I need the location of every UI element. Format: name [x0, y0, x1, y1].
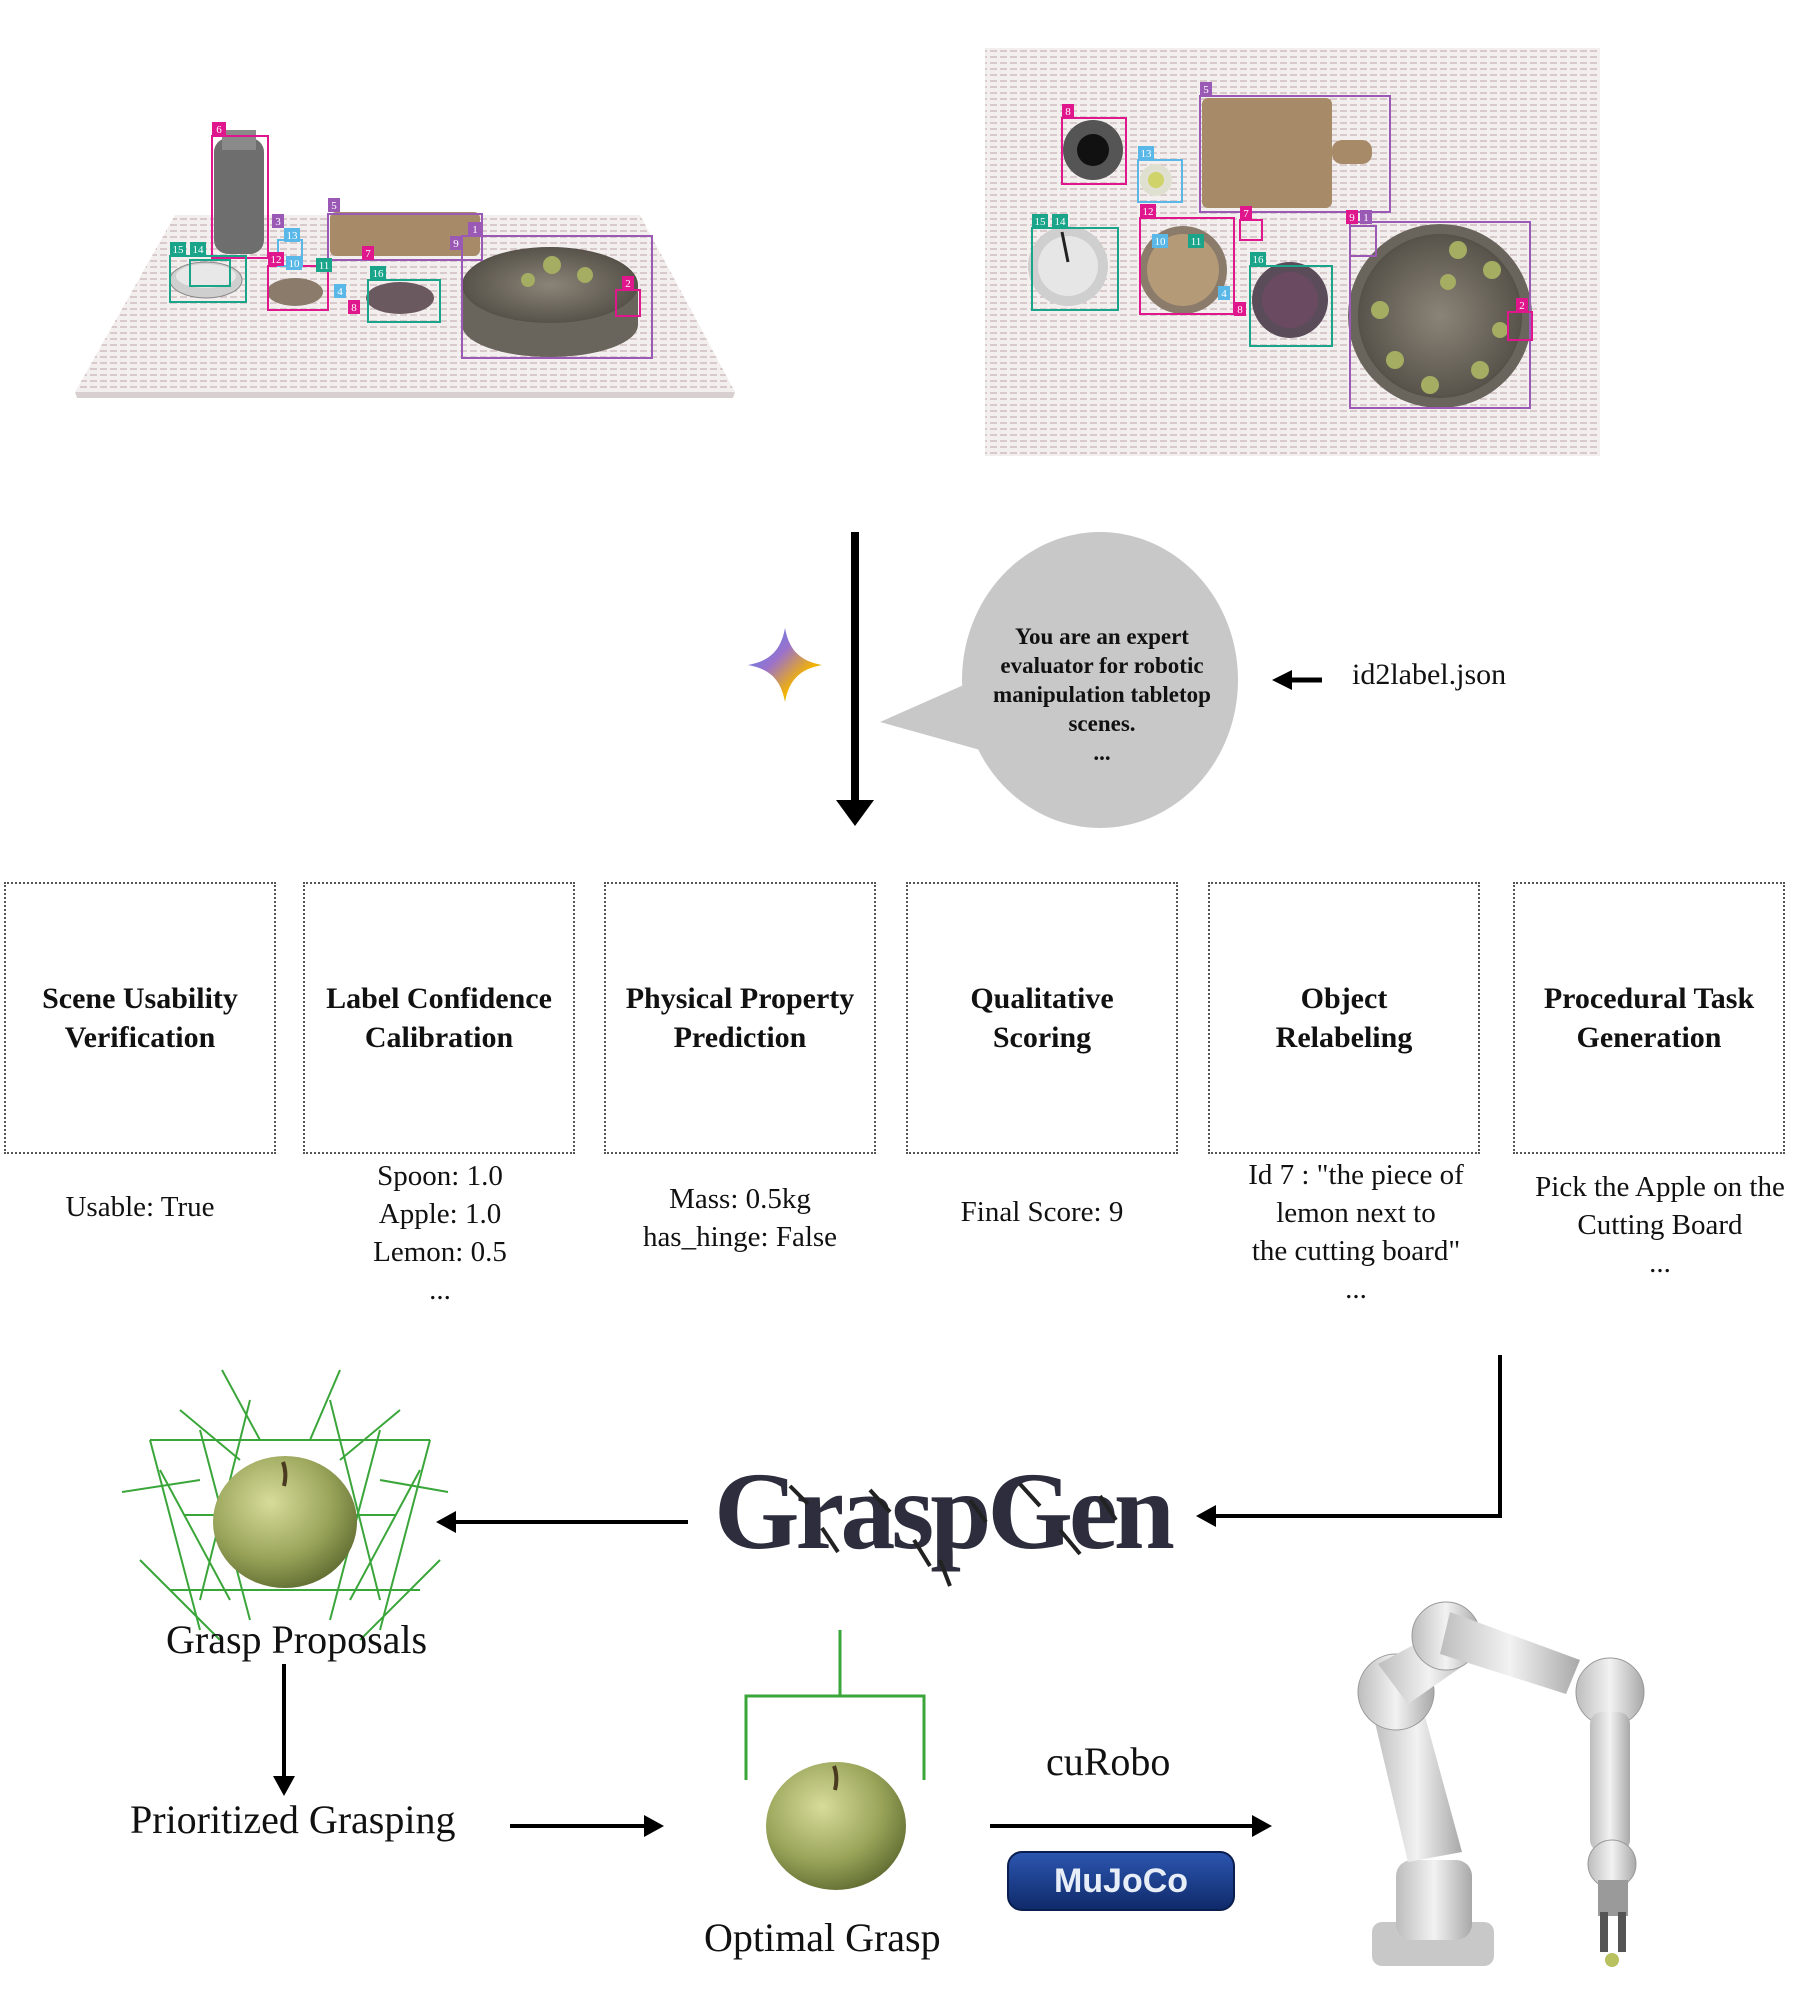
top-id-tag: 10: [1155, 236, 1167, 248]
task-title: Qualitative Scoring: [970, 982, 1114, 1054]
mujoco-label: MuJoCo: [1054, 1862, 1188, 1900]
gemini-icon: [748, 628, 822, 702]
top-id-tag: 14: [1055, 216, 1067, 228]
side-id-tag: 12: [271, 254, 282, 266]
top-id-tag: 12: [1143, 206, 1154, 218]
task-output-qualitative-scoring: Final Score: 9: [960, 1196, 1124, 1228]
task-box-label-confidence: Label Confidence Calibration: [303, 882, 575, 1154]
task-title: Scene Usability Verification: [42, 982, 238, 1054]
top-id-tag: 1: [1363, 212, 1369, 224]
top-id-tag: 7: [1243, 208, 1249, 220]
top-id-tag: 9: [1349, 212, 1355, 224]
prompt-bubble: [880, 532, 1238, 828]
top-id-tag: 15: [1035, 216, 1047, 228]
apple-optimal: [766, 1762, 906, 1890]
tasks-to-graspgen-connector: [1210, 1355, 1502, 1518]
side-id-tag: 9: [453, 238, 459, 250]
side-view-scene: 6 15 14 3 13 12 10 11 4 8 5 7 2 16 9 1: [75, 122, 735, 398]
task-box-scene-usability: Scene Usability Verification: [4, 882, 276, 1154]
robot-arm-icon: [1357, 1601, 1645, 1967]
side-id-tag: 5: [331, 200, 337, 212]
task-output-physical-property: Mass: 0.5kg has_hinge: False: [642, 1183, 838, 1253]
side-id-tag: 16: [373, 268, 385, 280]
task-box-physical-property: Physical Property Prediction: [604, 882, 876, 1154]
side-id-tag: 15: [173, 244, 185, 256]
top-id-tag: 16: [1253, 254, 1265, 266]
top-id-tag: 2: [1519, 300, 1525, 312]
top-view-scene: 8 5 13 12 7 15 14 10 11 16 4 8 9 1 2: [985, 48, 1600, 456]
task-title: Physical Property Prediction: [625, 982, 855, 1054]
mujoco-badge: [1007, 1851, 1235, 1911]
task-output-label-confidence: Spoon: 1.0 Apple: 1.0 Lemon: 0.5 ...: [373, 1160, 507, 1306]
task-title: Label Confidence Calibration: [326, 982, 552, 1054]
side-id-tag: 1: [472, 224, 478, 236]
svg-text:GraspGen: GraspGen: [714, 1450, 1174, 1572]
side-id-tag: 10: [289, 258, 301, 270]
side-id-tag: 8: [351, 302, 357, 314]
task-title: Procedural Task Generation: [1543, 982, 1755, 1054]
task-box-procedural-task: Procedural Task Generation: [1513, 882, 1785, 1154]
side-id-tag: 4: [337, 286, 343, 298]
graspgen-logo: GraspGen: [714, 1450, 1178, 1587]
side-id-tag: 13: [287, 230, 299, 242]
grasp-proposals-label: Grasp Proposals: [166, 1617, 428, 1662]
task-title: Object Relabeling: [1275, 982, 1413, 1054]
apple-proposals: [213, 1456, 357, 1588]
top-id-tag: 4: [1221, 288, 1227, 300]
task-box-qualitative-scoring: Qualitative Scoring: [906, 882, 1178, 1154]
side-id-tag: 3: [275, 216, 281, 228]
top-id-tag: 5: [1203, 84, 1209, 96]
side-id-tag: 6: [216, 124, 222, 136]
grasp-proposals-figure: [121, 1369, 449, 1641]
task-output-object-relabeling: Id 7 : "the piece of lemon next to the c…: [1248, 1159, 1464, 1305]
side-id-tag: 11: [319, 260, 330, 272]
task-output-procedural-task: Pick the Apple on the Cutting Board ...: [1535, 1171, 1785, 1279]
side-id-tag: 7: [365, 248, 371, 260]
top-id-tag: 13: [1141, 148, 1153, 160]
task-box-object-relabeling: Object Relabeling: [1208, 882, 1480, 1154]
curobo-label: cuRobo: [1046, 1739, 1171, 1784]
top-id-tag: 8: [1065, 106, 1071, 118]
prioritized-grasping-label: Prioritized Grasping: [130, 1797, 456, 1842]
prompt-text: You are an expert evaluator for robotic …: [993, 624, 1211, 765]
side-id-tag: 14: [193, 244, 205, 256]
input-file-label: id2label.json: [1352, 658, 1507, 691]
optimal-grasp-figure: [744, 1630, 926, 1890]
top-id-tag: 11: [1191, 236, 1202, 248]
side-id-tag: 2: [625, 278, 631, 290]
task-output-scene-usability: Usable: True: [65, 1191, 215, 1223]
top-id-tag: 8: [1237, 304, 1243, 316]
optimal-grasp-label: Optimal Grasp: [704, 1915, 941, 1960]
